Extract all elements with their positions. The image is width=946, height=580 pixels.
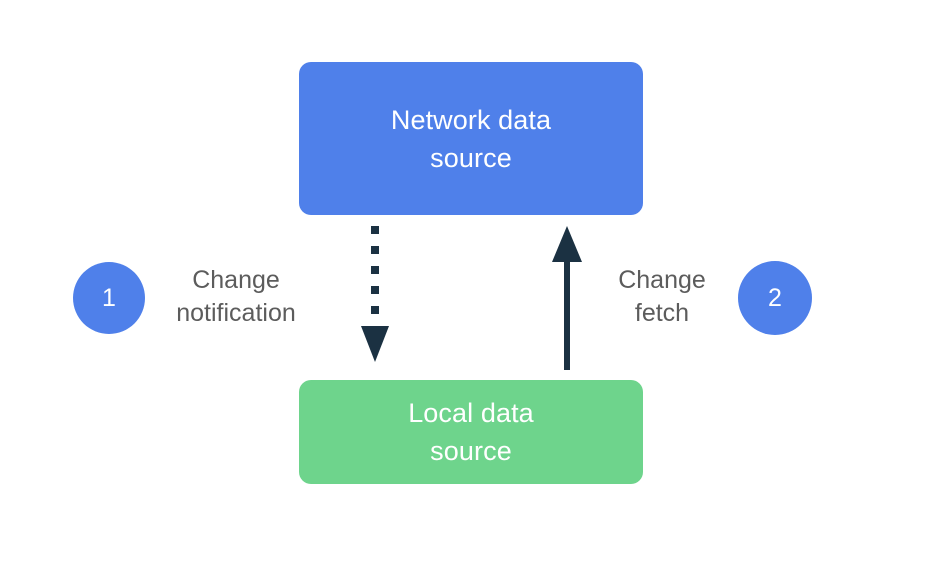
step-badge-1-number: 1 [102, 283, 116, 312]
step-badge-2[interactable]: 2 [738, 261, 812, 335]
step-badge-2-number: 2 [768, 283, 782, 312]
node-network-data-source-label: Network data source [391, 101, 551, 177]
node-network-data-source[interactable]: Network data source [299, 62, 643, 215]
node-local-label-line-1: Local data [408, 398, 534, 428]
edge-label-change-notification: Change notification [156, 264, 316, 330]
edge-label-change-fetch-line-2: fetch [634, 299, 690, 327]
step-badge-1[interactable]: 1 [73, 262, 145, 334]
node-network-label-line-1: Network data [390, 104, 552, 135]
node-local-data-source-label: Local data source [408, 394, 534, 470]
edge-label-change-notification-line-1: Change [192, 266, 280, 294]
edge-label-change-fetch: Change fetch [592, 264, 732, 330]
node-local-label-line-2: source [430, 436, 512, 466]
arrow-down-dotted-icon [361, 226, 389, 362]
node-network-label-line-2: source [430, 142, 512, 173]
edge-label-change-notification-line-2: notification [176, 299, 296, 327]
edge-label-change-fetch-line-1: Change [618, 266, 706, 294]
node-local-data-source[interactable]: Local data source [299, 380, 643, 484]
arrow-up-solid-icon [552, 226, 582, 370]
